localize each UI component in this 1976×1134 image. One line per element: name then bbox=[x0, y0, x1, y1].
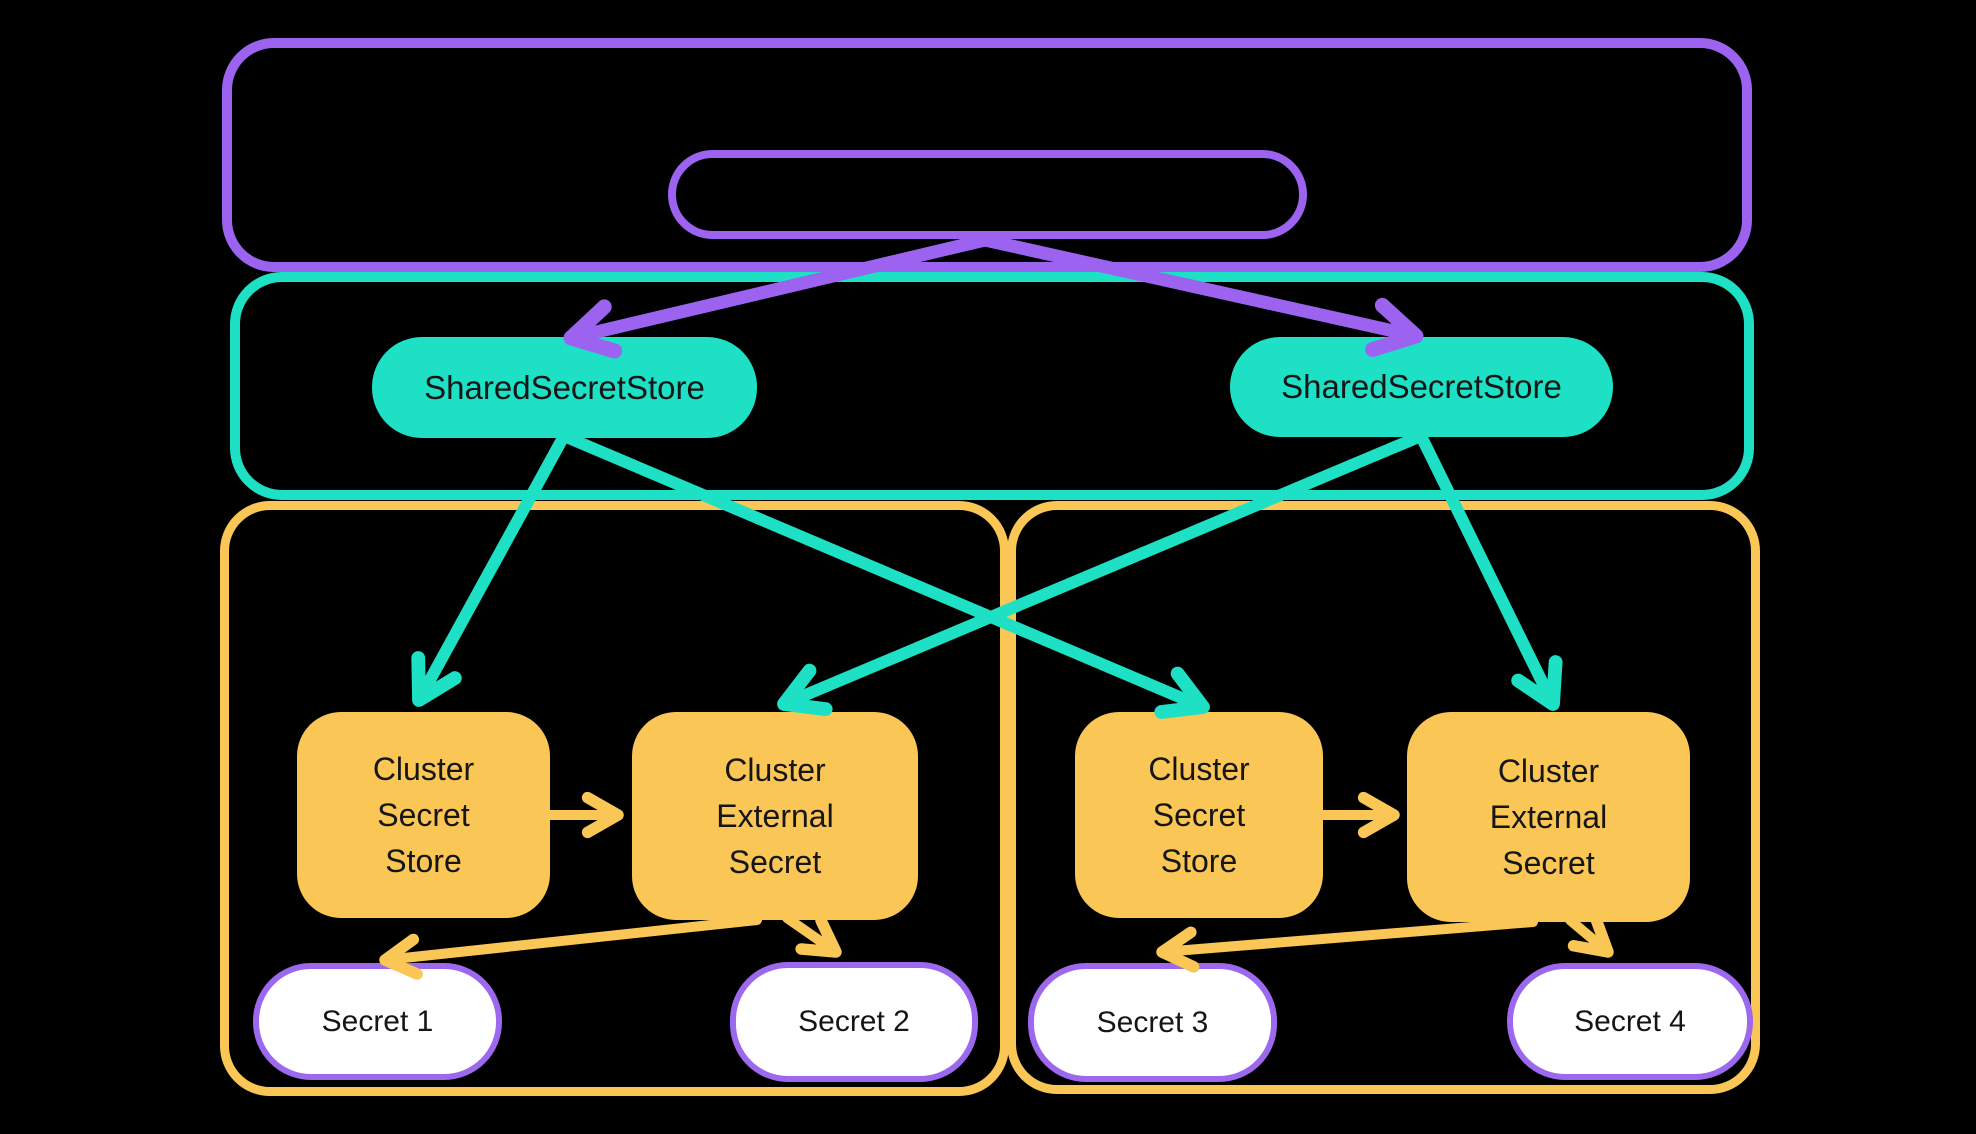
shared-secret-store-left-label: SharedSecretStore bbox=[424, 368, 705, 406]
shared-secret-store-right-label: SharedSecretStore bbox=[1281, 368, 1562, 405]
node-cluster-secret-store-2: Cluster Secret Store bbox=[1075, 712, 1323, 918]
node-cluster-external-secret-2: Cluster External Secret bbox=[1407, 712, 1690, 922]
secret-label: Secret 4 bbox=[1574, 1004, 1686, 1038]
secret-label: Secret 1 bbox=[321, 1004, 434, 1038]
node-label-line: Secret bbox=[1152, 797, 1246, 833]
node-label-line: External bbox=[1489, 799, 1608, 835]
node-label-line: Secret bbox=[377, 797, 470, 833]
secret-pill-1: Secret 1 bbox=[253, 963, 502, 1080]
node-label-line: Secret bbox=[1502, 845, 1595, 881]
node-cluster-external-secret-1: Cluster External Secret bbox=[632, 712, 918, 920]
node-cluster-secret-store-1: Cluster Secret Store bbox=[297, 712, 550, 918]
secret-pill-4: Secret 4 bbox=[1507, 963, 1753, 1080]
node-label-line: Cluster bbox=[372, 751, 475, 787]
node-label-line: Cluster bbox=[1148, 751, 1250, 787]
node-label-line: Store bbox=[1160, 843, 1238, 879]
secret-pill-2: Secret 2 bbox=[730, 962, 978, 1082]
secret-label: Secret 3 bbox=[1096, 1005, 1209, 1039]
node-label-line: Cluster bbox=[1497, 753, 1600, 789]
node-label-line: Secret bbox=[728, 844, 822, 880]
shared-secret-store-right: SharedSecretStore bbox=[1230, 337, 1613, 437]
shared-secret-store-left: SharedSecretStore bbox=[372, 337, 757, 438]
secret-label: Secret 2 bbox=[798, 1005, 910, 1038]
node-label-line: External bbox=[716, 798, 834, 834]
secret-pill-3: Secret 3 bbox=[1028, 963, 1277, 1082]
purple-inner-pill bbox=[668, 150, 1307, 239]
node-label-line: Store bbox=[385, 843, 462, 879]
node-label-line: Cluster bbox=[724, 752, 826, 788]
